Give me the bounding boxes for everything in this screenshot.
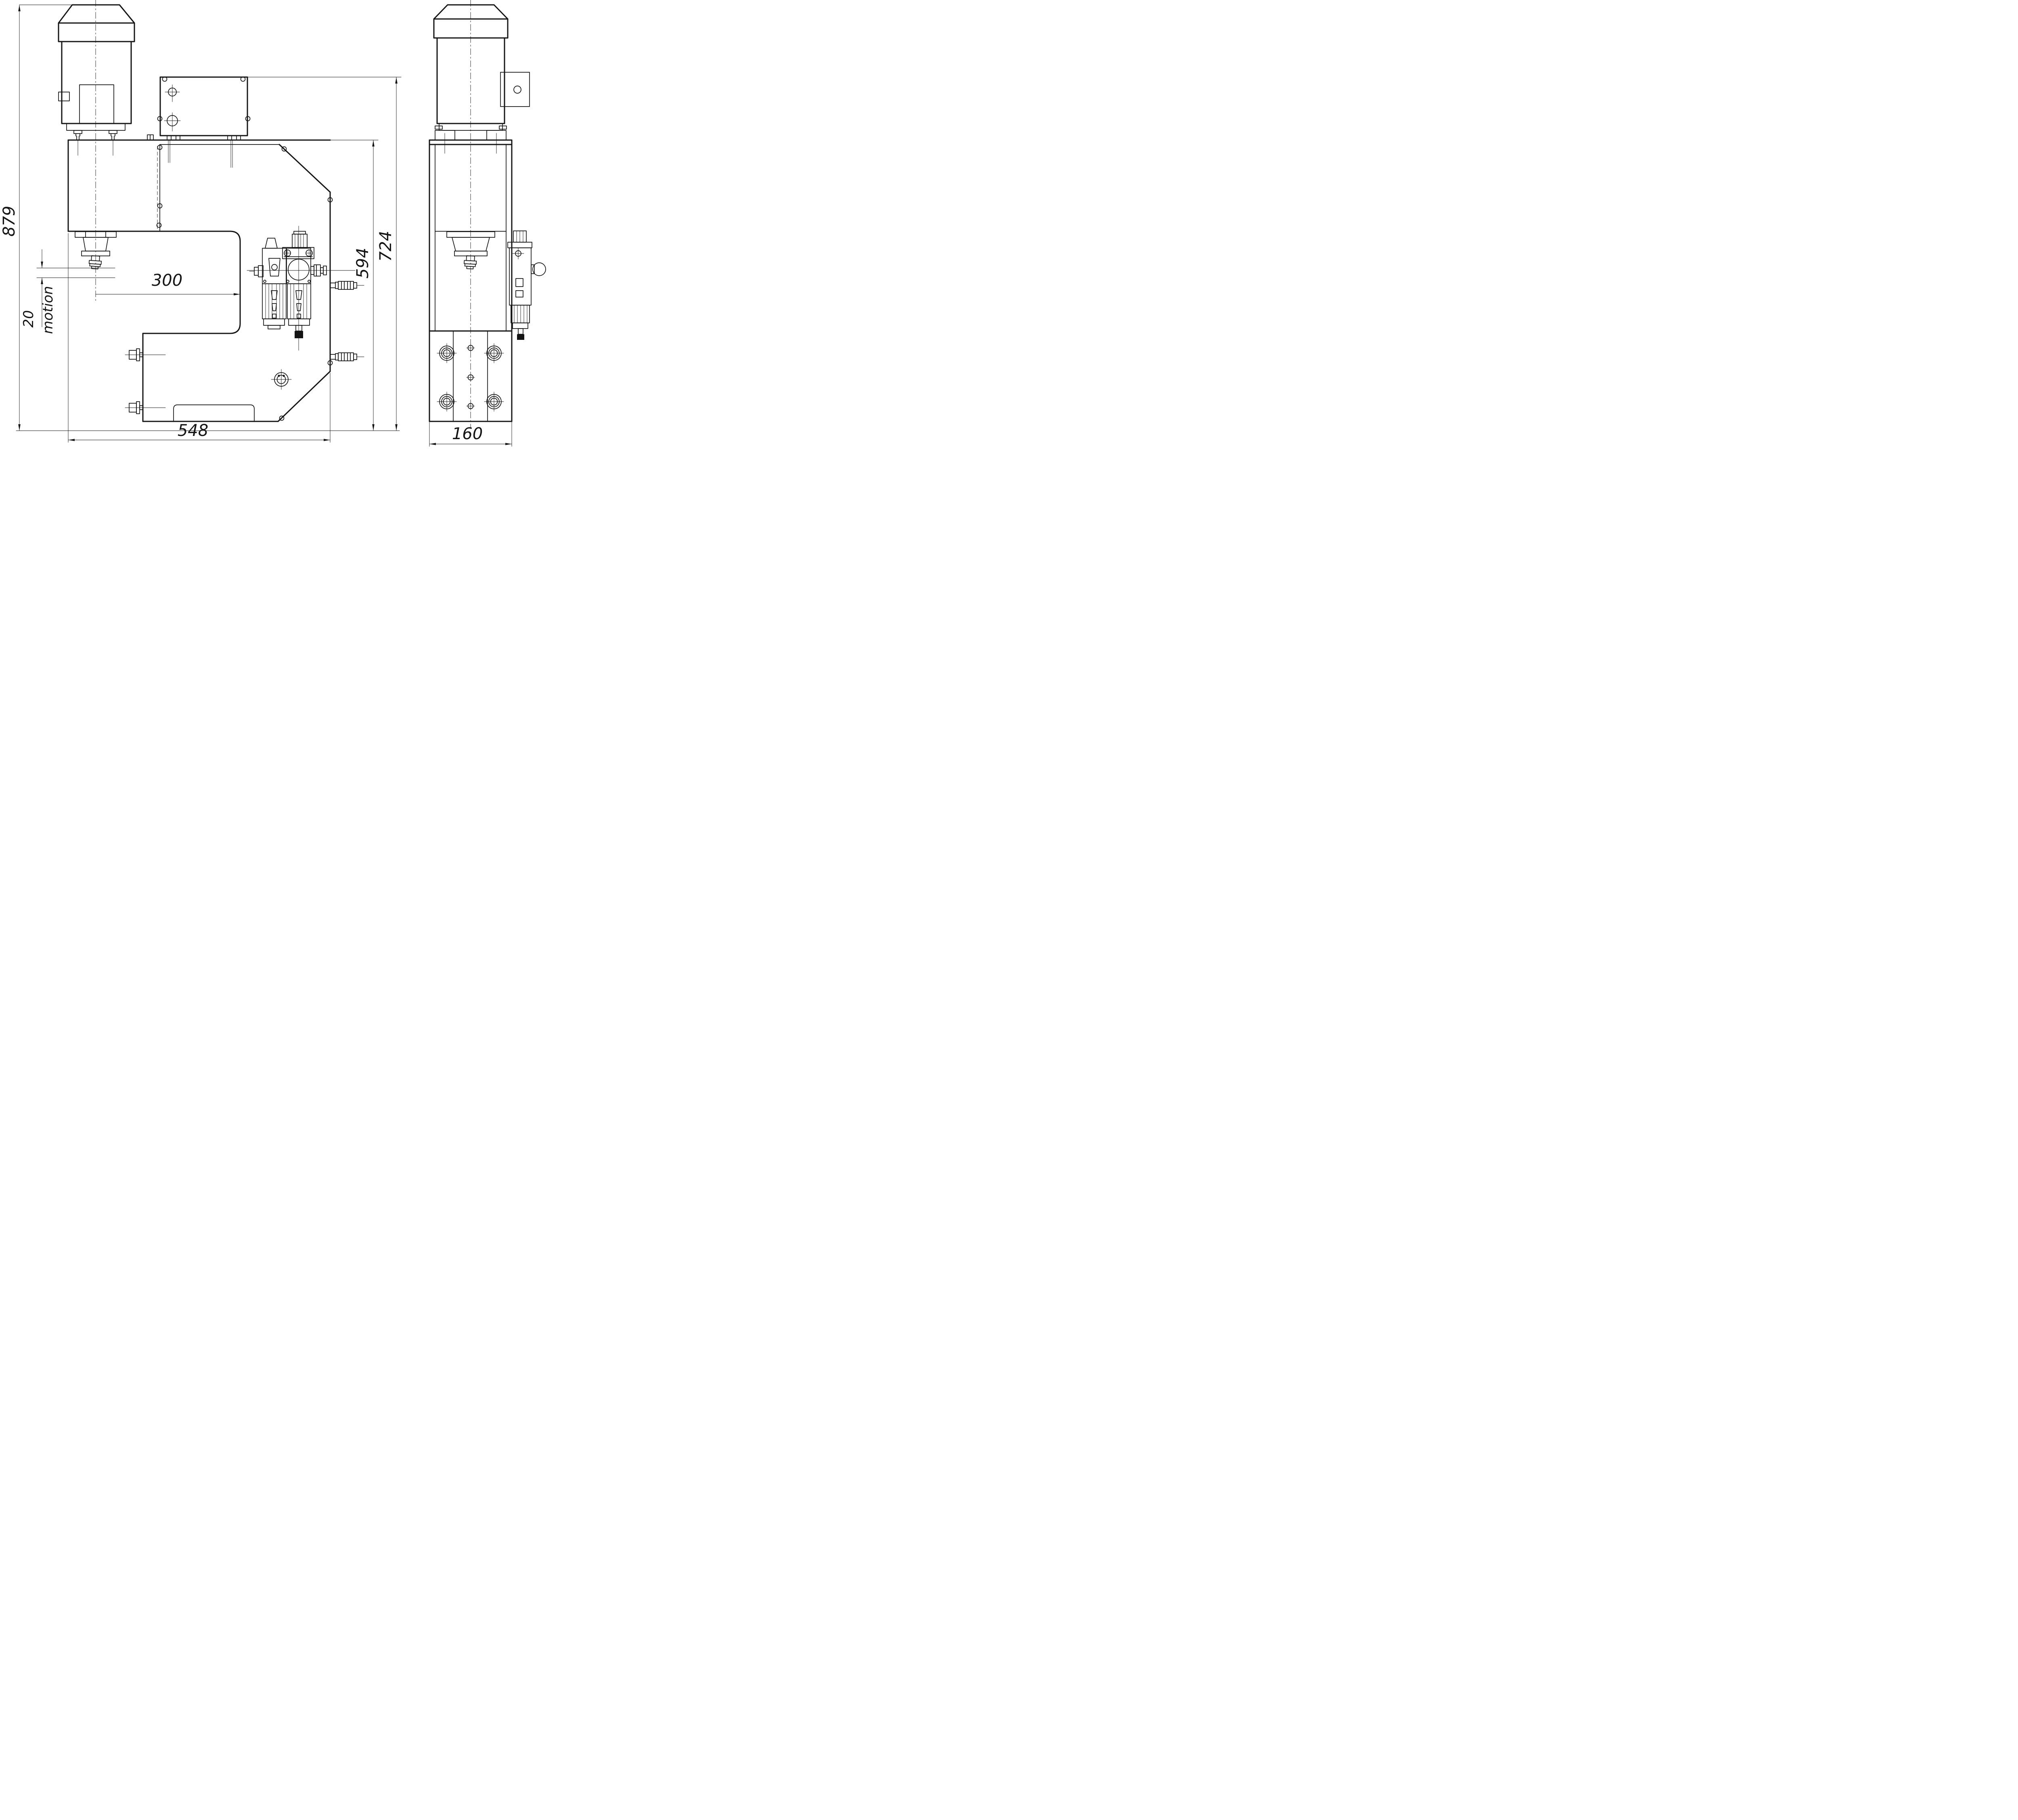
- bolt-bore: [437, 343, 457, 363]
- dimension-annotations: 879 594 724 548 300 20 motion: [0, 4, 512, 447]
- motor-foot-left: [435, 130, 455, 140]
- dim-stroke: 20: [21, 310, 37, 327]
- bolt-bore: [437, 392, 457, 412]
- air-connector-upper: [330, 281, 364, 290]
- frl-bracket: [282, 247, 314, 259]
- base-block: [429, 330, 513, 422]
- cad-drawing-page: 879 594 724 548 300 20 motion: [0, 0, 547, 455]
- vent: [265, 238, 278, 249]
- side-view: [429, 0, 546, 428]
- center-screws: [466, 343, 475, 410]
- dim-overall-height: 879: [0, 206, 19, 237]
- cable-gland: [58, 92, 70, 101]
- arm-bolt-lower: [125, 401, 166, 414]
- air-service-unit-side: [507, 230, 546, 340]
- junction-box: [500, 72, 530, 107]
- dim-stroke-label: motion: [40, 286, 56, 334]
- front-view: [58, 0, 364, 422]
- frame-side: [429, 139, 513, 332]
- regulator-knob: [292, 234, 308, 248]
- filter-bowl: [262, 283, 287, 329]
- dim-throat-depth: 300: [152, 271, 182, 290]
- arm-bolt-upper: [125, 348, 166, 361]
- bolt-bore: [484, 392, 504, 412]
- box-screws: [157, 76, 251, 121]
- frame-screws: [156, 145, 333, 421]
- press-technical-drawing: 879 594 724 548 300 20 motion: [0, 0, 546, 447]
- dim-overall-width: 548: [178, 421, 208, 440]
- air-connector-lower: [330, 352, 364, 361]
- motor-side: [433, 4, 530, 154]
- dim-frame-height: 594: [354, 248, 372, 279]
- motor-front: [58, 4, 135, 156]
- rivet-tool: [88, 255, 102, 270]
- bore-detail: [271, 369, 292, 390]
- dim-side-width: 160: [452, 425, 483, 443]
- control-box: [157, 76, 251, 168]
- bolt-bore: [484, 343, 504, 363]
- lubricator-bowl: [287, 283, 311, 338]
- c-frame: [67, 134, 333, 422]
- terminal-box: [79, 84, 114, 124]
- riveting-head: [75, 231, 117, 270]
- die-pocket: [173, 404, 255, 422]
- side-knob: [532, 262, 546, 276]
- air-service-unit: [247, 226, 356, 351]
- sight-dome: [288, 259, 310, 281]
- dim-box-height: 724: [377, 231, 395, 262]
